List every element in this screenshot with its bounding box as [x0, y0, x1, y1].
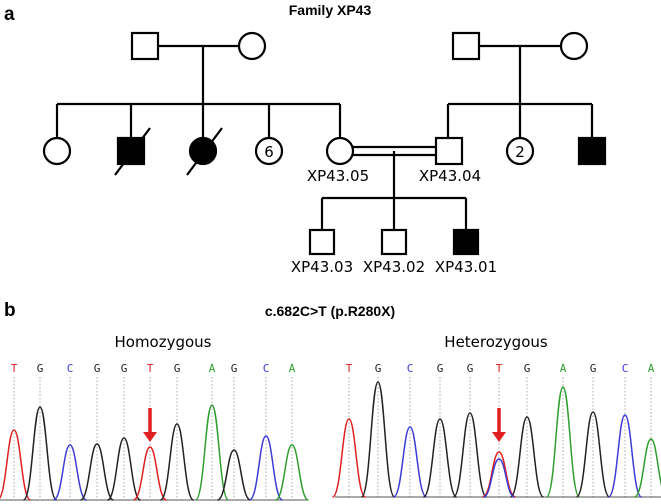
heterozygous-peak-10 [634, 438, 661, 498]
heterozygous-base-9: C [622, 362, 629, 375]
heterozygous-base-7: A [560, 362, 567, 375]
grandfather-right [451, 31, 481, 61]
heterozygous-peak-1 [360, 381, 396, 498]
homozygous-base-9: C [263, 362, 270, 375]
heterozygous-base-4: G [467, 362, 474, 375]
homozygous-base-1: G [37, 362, 44, 375]
heterozygous-peak-6 [509, 416, 545, 498]
label-xp4304: XP43.04 [419, 167, 481, 185]
siblings-count-left: 6 [264, 143, 274, 161]
heterozygous-base-2: C [407, 362, 414, 375]
heterozygous-peak-3 [422, 418, 458, 498]
siblings-group-right [505, 136, 535, 166]
homozygous-base-10: A [289, 362, 296, 375]
heterozygous-base-1: G [375, 362, 382, 375]
panel-a-letter: a [4, 4, 15, 25]
heterozygous-peak-4 [452, 412, 488, 498]
homozygous-peak-5 [133, 446, 167, 501]
homozygous-base-5: T [147, 362, 154, 375]
heterozygous-base-3: G [437, 362, 444, 375]
sibling-male-affected-right [577, 136, 607, 166]
homozygous-base-2: C [67, 362, 74, 375]
homozygous-peak-8 [217, 449, 251, 501]
label-xp4305: XP43.05 [307, 167, 369, 185]
homozygous-label: Homozygous [114, 333, 211, 351]
pedigree: 6 2 XP43.05 XP43.04 XP43.03 XP43.02 XP43… [42, 31, 607, 276]
homozygous-base-0: T [11, 362, 18, 375]
heterozygous-base-10: A [648, 362, 655, 375]
heterozygous-peak-0 [331, 418, 367, 498]
homozygous-base-3: G [94, 362, 101, 375]
mother-xp4305 [325, 136, 355, 166]
grandfather-left [130, 31, 160, 61]
child-xp4303 [308, 228, 336, 256]
sibling-female-1 [42, 136, 72, 166]
child-xp4301-affected [452, 228, 480, 256]
father-xp4304 [434, 136, 464, 166]
grandmother-right [559, 31, 589, 61]
homozygous-peak-4 [106, 437, 142, 501]
label-xp4301: XP43.01 [435, 258, 497, 276]
heterozygous-base-8: G [590, 362, 597, 375]
label-xp4303: XP43.03 [291, 258, 353, 276]
heterozygous-peak-2 [392, 426, 428, 498]
homozygous-peak-2 [53, 444, 87, 501]
homozygous-base-6: G [174, 362, 181, 375]
heterozygous-secondary-peak [483, 458, 515, 498]
heterozygous-peak-8 [575, 411, 611, 498]
heterozygous-base-5: T [496, 362, 503, 375]
siblings-count-right: 2 [515, 143, 525, 161]
homozygous-peak-6 [159, 423, 195, 501]
homozygous-peak-9 [248, 435, 284, 501]
heterozygous-base-6: G [524, 362, 531, 375]
grandmother-left [237, 31, 267, 61]
homozygous-peak-10 [275, 444, 309, 501]
homozygous-base-8: G [231, 362, 238, 375]
panel-b-letter: b [4, 300, 16, 321]
heterozygous-peak-7 [545, 386, 581, 498]
homozygous-base-7: A [209, 362, 216, 375]
homozygous-mutation-arrow-icon [143, 432, 157, 442]
siblings-group-left [254, 136, 284, 166]
child-xp4302 [380, 228, 408, 256]
homozygous-peak-0 [0, 429, 32, 501]
homozygous-peak-3 [80, 443, 114, 501]
label-xp4302: XP43.02 [363, 258, 425, 276]
homozygous-peak-1 [22, 406, 58, 501]
heterozygous-base-0: T [346, 362, 353, 375]
homozygous-peak-7 [194, 404, 230, 501]
heterozygous-peak-9 [607, 414, 643, 498]
heterozygous-mutation-arrow-icon [492, 432, 506, 442]
mutation-title: c.682C>T (p.R280X) [265, 303, 395, 319]
homozygous-base-4: G [121, 362, 128, 375]
pedigree-title: Family XP43 [289, 2, 372, 18]
heterozygous-label: Heterozygous [444, 333, 548, 351]
